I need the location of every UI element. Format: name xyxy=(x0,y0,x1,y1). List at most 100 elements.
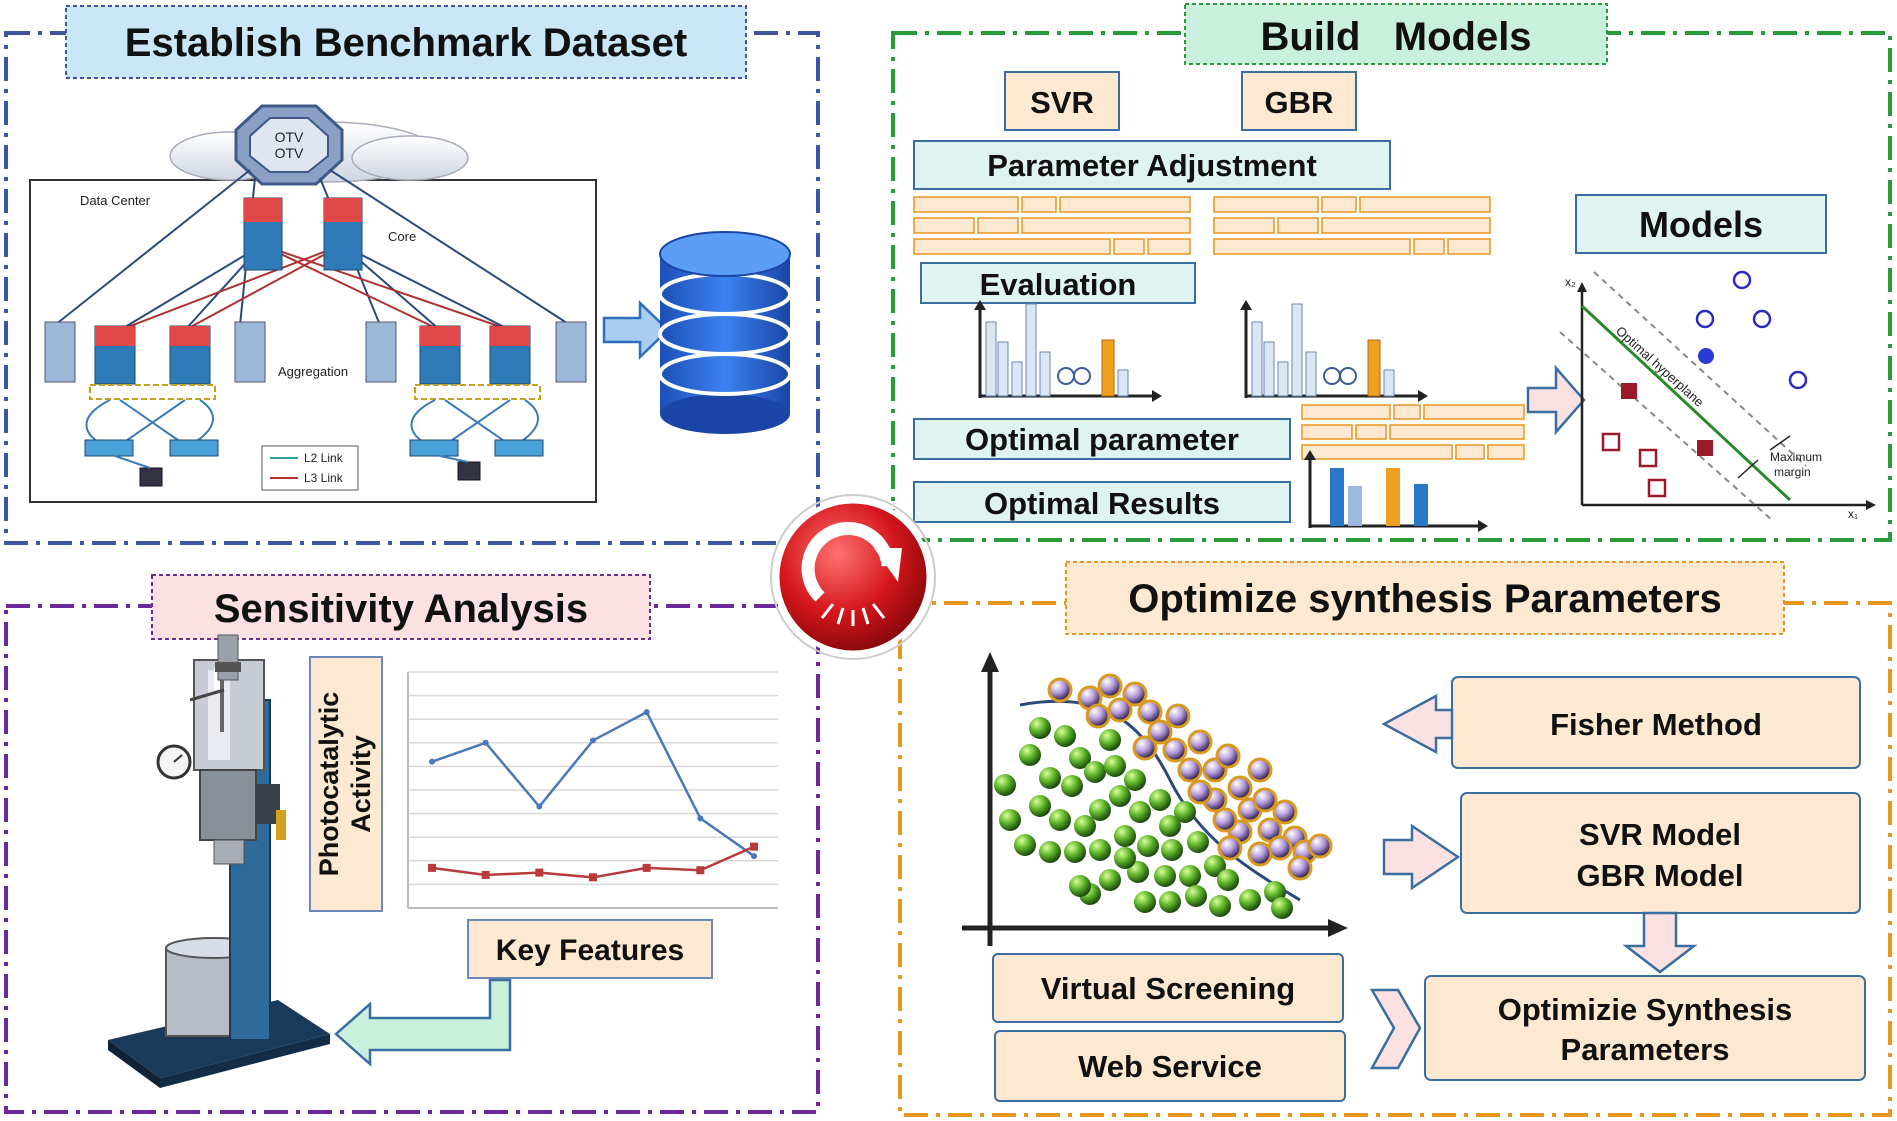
parameter-adjustment-box: Parameter Adjustment xyxy=(913,140,1391,190)
green-point xyxy=(1134,891,1156,913)
purple-point xyxy=(1162,737,1188,763)
purple-point xyxy=(1132,735,1158,761)
green-point xyxy=(1061,775,1083,797)
optimize-synthesis-label-1: Optimizie Synthesis xyxy=(1498,992,1793,1027)
svm-x-axis-label: x₁ xyxy=(1848,507,1858,521)
fisher-method-label: Fisher Method xyxy=(1550,707,1762,742)
green-point xyxy=(1049,809,1071,831)
margin-label-2: margin xyxy=(1774,465,1811,479)
purple-point xyxy=(1252,787,1278,813)
svr-model-label: SVR Model xyxy=(1579,817,1741,852)
green-point xyxy=(999,809,1021,831)
build-models-title-text: Build Models xyxy=(1260,15,1531,59)
green-point xyxy=(1124,769,1146,791)
reactor-image xyxy=(108,634,330,1088)
green-point xyxy=(1069,747,1091,769)
data-point xyxy=(481,870,490,879)
parameter-blocks-merged xyxy=(1301,404,1525,460)
chart-series xyxy=(428,709,758,882)
l3-links xyxy=(119,244,511,331)
purple-point xyxy=(1107,697,1133,723)
green-point xyxy=(1161,839,1183,861)
purple-point xyxy=(1187,729,1213,755)
green-point xyxy=(1174,801,1196,823)
data-point xyxy=(536,803,543,810)
green-point xyxy=(1129,801,1151,823)
benchmark-title-text: Establish Benchmark Dataset xyxy=(125,21,687,65)
purple-point xyxy=(1147,719,1173,745)
purple-point xyxy=(1122,681,1148,707)
purple-point xyxy=(1247,841,1273,867)
green-point xyxy=(1187,831,1209,853)
data-point xyxy=(535,868,544,877)
purple-point xyxy=(1177,757,1203,783)
legend-l3-label: L3 Link xyxy=(304,471,344,485)
sensitivity-title: Sensitivity Analysis xyxy=(151,574,651,640)
web-service-label: Web Service xyxy=(1078,1049,1262,1084)
purple-point xyxy=(1165,703,1191,729)
green-point xyxy=(1084,761,1106,783)
purple-point xyxy=(1212,807,1238,833)
key-features-label: Key Features xyxy=(496,934,684,967)
purple-point xyxy=(1085,703,1111,729)
virtual-screening-label: Virtual Screening xyxy=(1041,971,1295,1006)
screening-scatter-plot xyxy=(962,652,1348,946)
purple-point xyxy=(1247,757,1273,783)
models-box: Models xyxy=(1575,194,1827,254)
otv-octagon: OTV OTV xyxy=(234,104,344,186)
evaluation-label: Evaluation xyxy=(980,267,1137,302)
purple-point xyxy=(1307,833,1333,859)
evaluation-box: Evaluation xyxy=(920,262,1196,304)
data-point xyxy=(482,739,489,746)
green-point xyxy=(1159,815,1181,837)
optimal-parameter-label: Optimal parameter xyxy=(965,422,1239,457)
green-point xyxy=(1054,725,1076,747)
green-point xyxy=(1271,897,1293,919)
evaluation-bars-right xyxy=(1240,300,1428,402)
gbr-model-box: GBR xyxy=(1241,71,1357,131)
otv-label-bottom: OTV xyxy=(275,145,304,161)
right-arrow-icon xyxy=(602,300,670,360)
green-point xyxy=(1064,841,1086,863)
data-point xyxy=(643,709,650,716)
green-point xyxy=(1014,834,1036,856)
green-point xyxy=(994,774,1016,796)
data-point xyxy=(589,873,597,882)
parameter-blocks-right xyxy=(1213,196,1491,255)
green-point xyxy=(1029,795,1051,817)
sensitivity-line-chart xyxy=(407,671,778,909)
purple-point xyxy=(1187,779,1213,805)
data-point xyxy=(642,863,651,872)
key-features-box: Key Features xyxy=(467,919,713,979)
green-point xyxy=(1069,875,1091,897)
green-point xyxy=(1127,861,1149,883)
left-arrow-icon xyxy=(1381,693,1454,755)
database-icon xyxy=(658,231,792,434)
photocatalytic-label-box: Photocatalytic Activity xyxy=(309,656,383,912)
green-point xyxy=(1217,869,1239,891)
optimize-title-text: Optimize synthesis Parameters xyxy=(1128,577,1722,621)
green-point xyxy=(1185,885,1207,907)
data-point xyxy=(750,842,758,851)
data-point xyxy=(429,758,435,765)
refresh-cycle-icon xyxy=(770,494,936,660)
gbr-model-label: GBR Model xyxy=(1576,858,1743,893)
svm-y-axis-label: x₂ xyxy=(1565,275,1576,289)
aggregation-switches xyxy=(44,321,587,400)
green-point xyxy=(1137,835,1159,857)
right-arrow-icon xyxy=(1382,823,1461,891)
green-point xyxy=(1114,847,1136,869)
data-center-label: Data Center xyxy=(80,193,151,208)
parameter-adjustment-label: Parameter Adjustment xyxy=(987,148,1317,183)
network-diagram: OTV OTV Data Center Core Aggregation xyxy=(29,104,597,503)
svr-gbr-model-box: SVR Model GBR Model xyxy=(1460,792,1861,914)
green-point xyxy=(1149,789,1171,811)
green-point xyxy=(1089,799,1111,821)
purple-point xyxy=(1227,775,1253,801)
models-label: Models xyxy=(1639,204,1763,245)
data-point xyxy=(428,863,436,872)
chart-grid xyxy=(408,671,778,886)
photocatalytic-label-line2: Activity xyxy=(346,735,376,833)
green-point xyxy=(1089,839,1111,861)
